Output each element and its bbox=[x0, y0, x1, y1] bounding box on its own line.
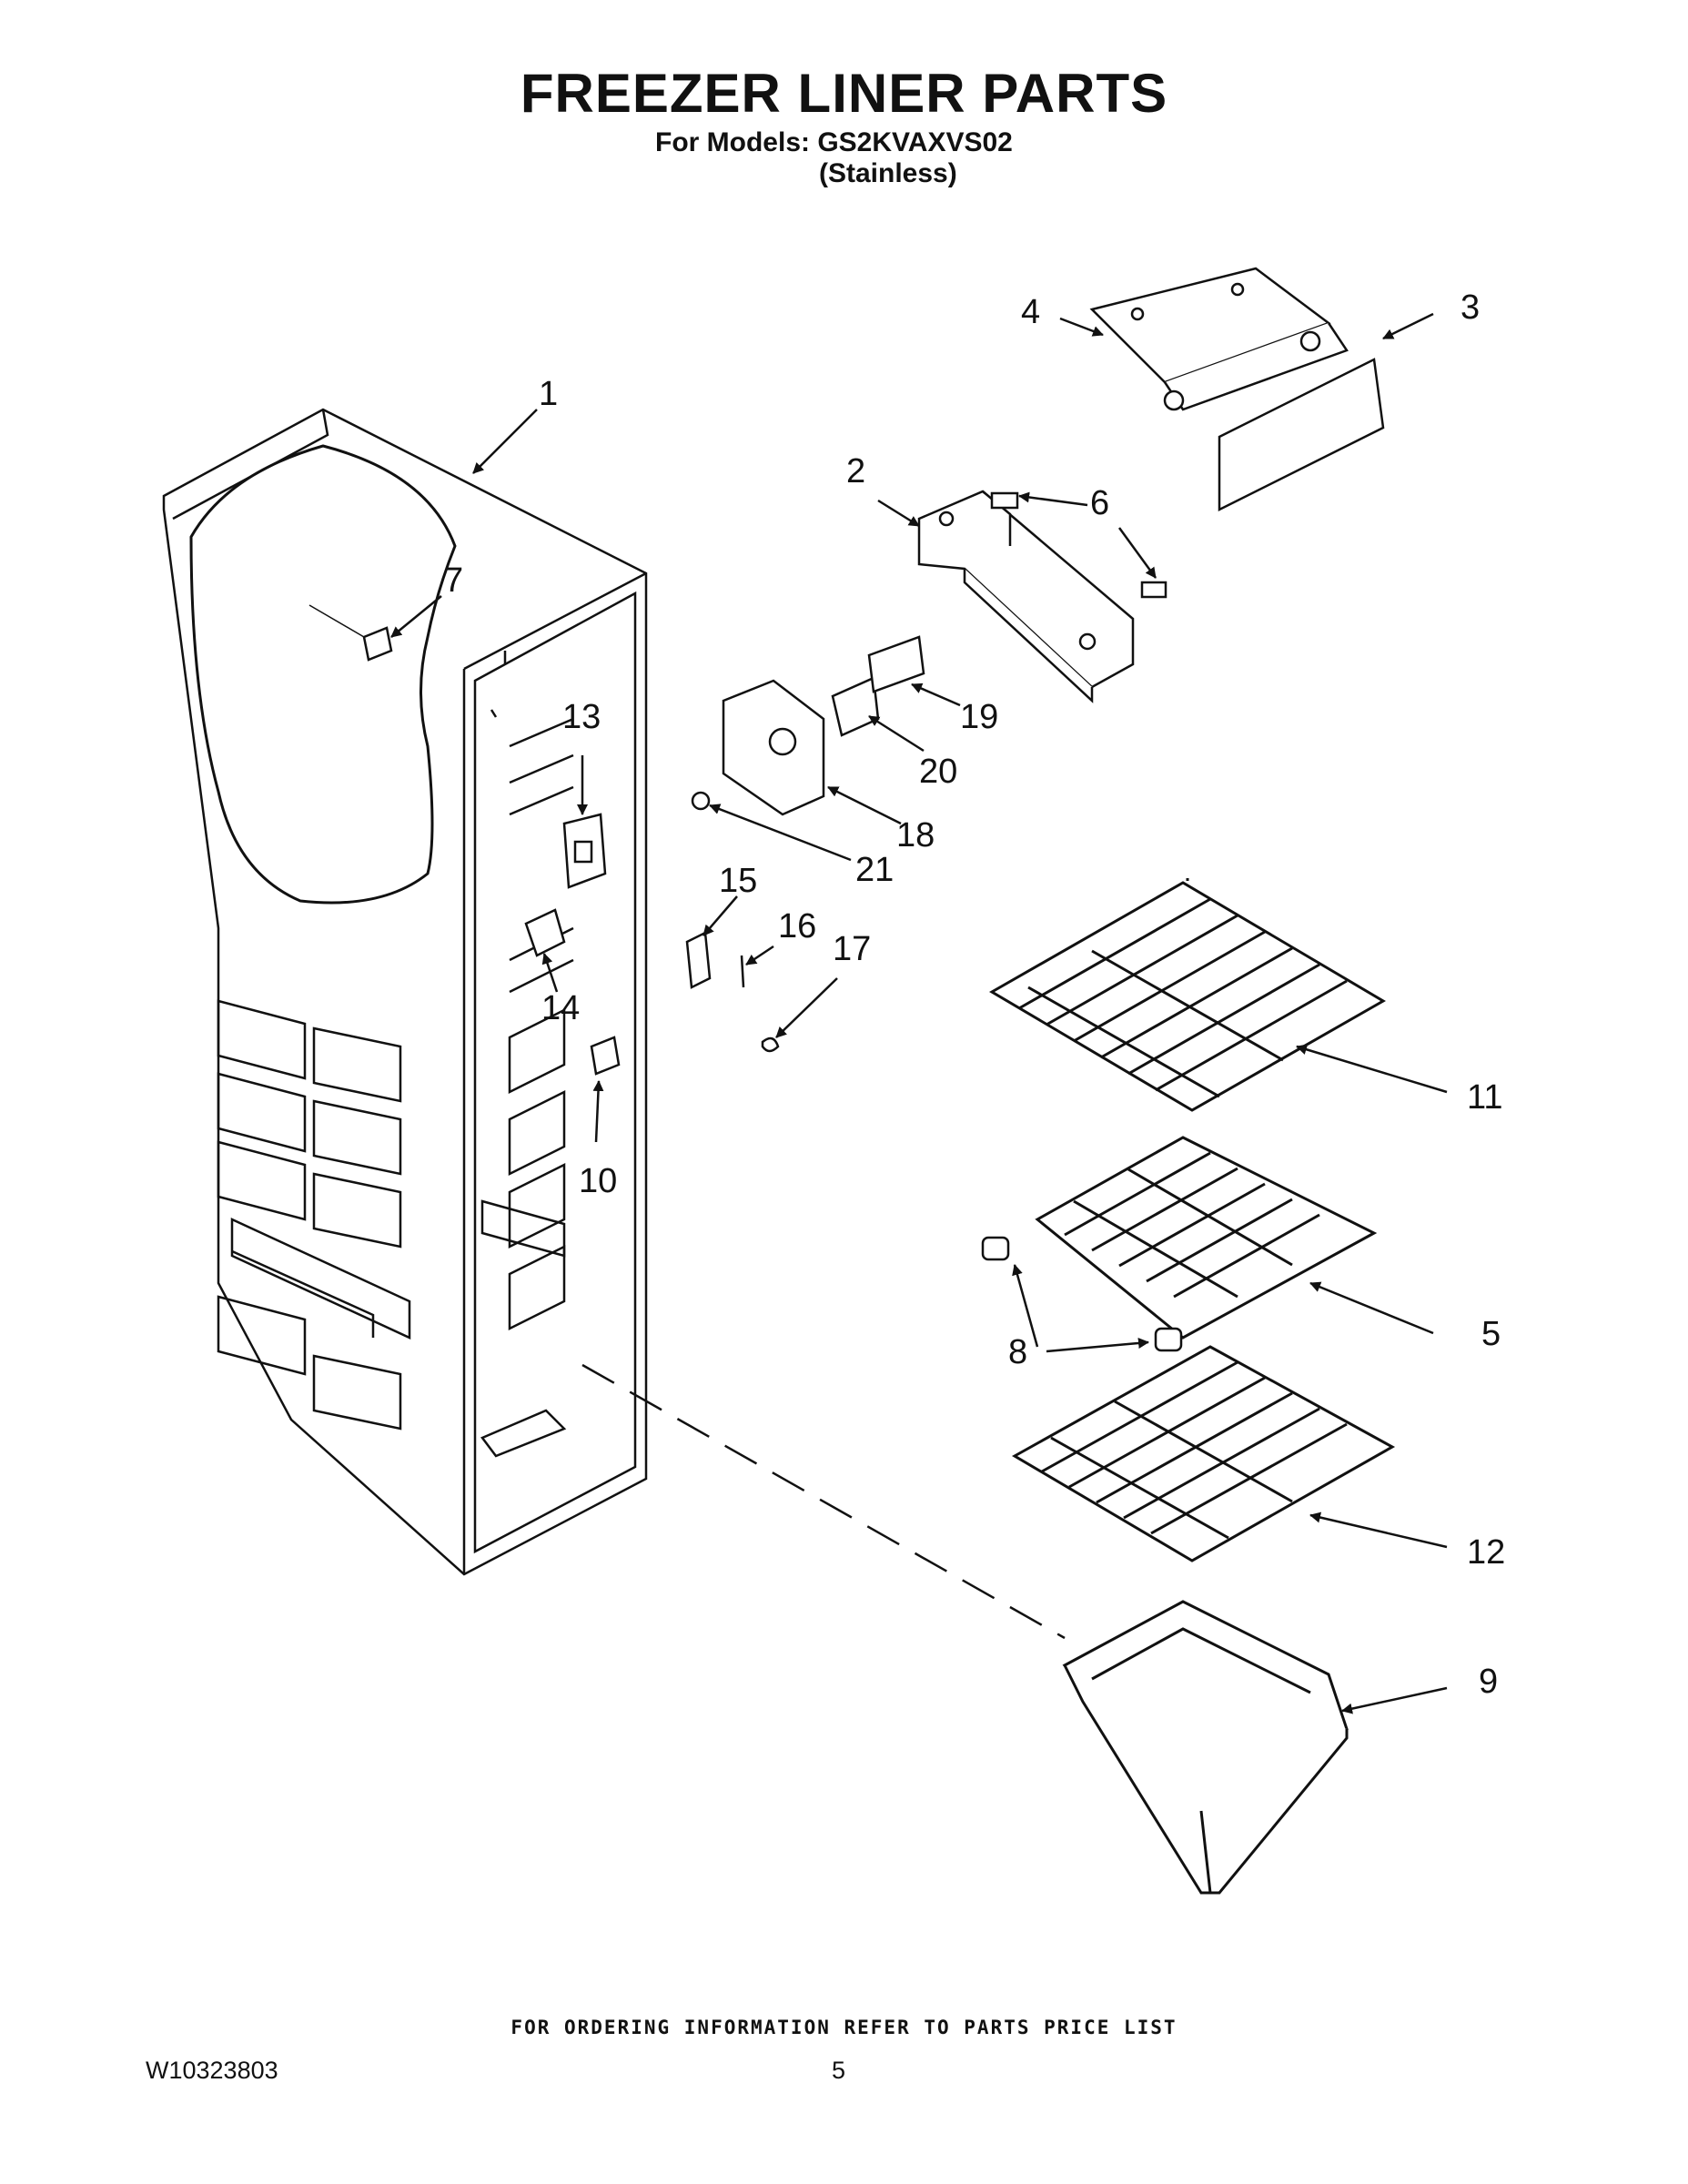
wire-shelf-11 bbox=[989, 878, 1386, 1112]
bracket-and-cover bbox=[1089, 267, 1385, 512]
liner-components bbox=[490, 651, 621, 1076]
callout-19: 19 bbox=[960, 698, 998, 736]
freezer-liner bbox=[162, 408, 648, 1576]
page-number: 5 bbox=[832, 2057, 846, 2084]
callout-5: 5 bbox=[1481, 1315, 1501, 1353]
control-assembly bbox=[691, 635, 925, 816]
callout-1: 1 bbox=[539, 375, 558, 413]
callout-9: 9 bbox=[1479, 1663, 1498, 1701]
callout-18: 18 bbox=[896, 816, 935, 854]
callout-17: 17 bbox=[833, 930, 871, 968]
freezer-bin-9 bbox=[1062, 1600, 1349, 1895]
callout-arrows bbox=[390, 312, 1448, 1714]
callout-3: 3 bbox=[1461, 288, 1480, 327]
callout-12: 12 bbox=[1467, 1533, 1505, 1572]
page-title: FREEZER LINER PARTS bbox=[520, 63, 1168, 124]
callout-labels: 1 2 3 4 5 6 7 8 9 10 11 12 13 14 15 16 1… bbox=[444, 288, 1505, 1701]
callout-20: 20 bbox=[919, 753, 957, 791]
callout-21: 21 bbox=[855, 851, 894, 889]
callout-7: 7 bbox=[444, 561, 463, 600]
small-parts-15-16-17 bbox=[685, 931, 780, 1053]
shelf-supports-8 bbox=[981, 1236, 1183, 1352]
callout-10: 10 bbox=[579, 1162, 617, 1200]
callout-16: 16 bbox=[778, 907, 816, 945]
ordering-note: FOR ORDERING INFORMATION REFER TO PARTS … bbox=[510, 2017, 1178, 2038]
callout-6: 6 bbox=[1090, 484, 1109, 522]
document-number: W10323803 bbox=[146, 2057, 278, 2084]
callout-8: 8 bbox=[1008, 1333, 1027, 1371]
callout-4: 4 bbox=[1021, 293, 1040, 331]
model-variant: (Stainless) bbox=[819, 158, 957, 188]
callout-13: 13 bbox=[562, 698, 601, 736]
callout-2: 2 bbox=[846, 452, 865, 490]
leader-line-9 bbox=[581, 1363, 1066, 1640]
wire-shelf-5 bbox=[1035, 1136, 1378, 1340]
callout-11: 11 bbox=[1467, 1078, 1502, 1117]
callout-14: 14 bbox=[541, 989, 580, 1027]
housing-part-2 bbox=[917, 490, 1167, 703]
callout-15: 15 bbox=[719, 862, 757, 900]
wire-shelf-12 bbox=[1011, 1345, 1396, 1562]
models-line: For Models: GS2KVAXVS02 bbox=[655, 127, 1013, 157]
part-7 bbox=[308, 604, 393, 662]
